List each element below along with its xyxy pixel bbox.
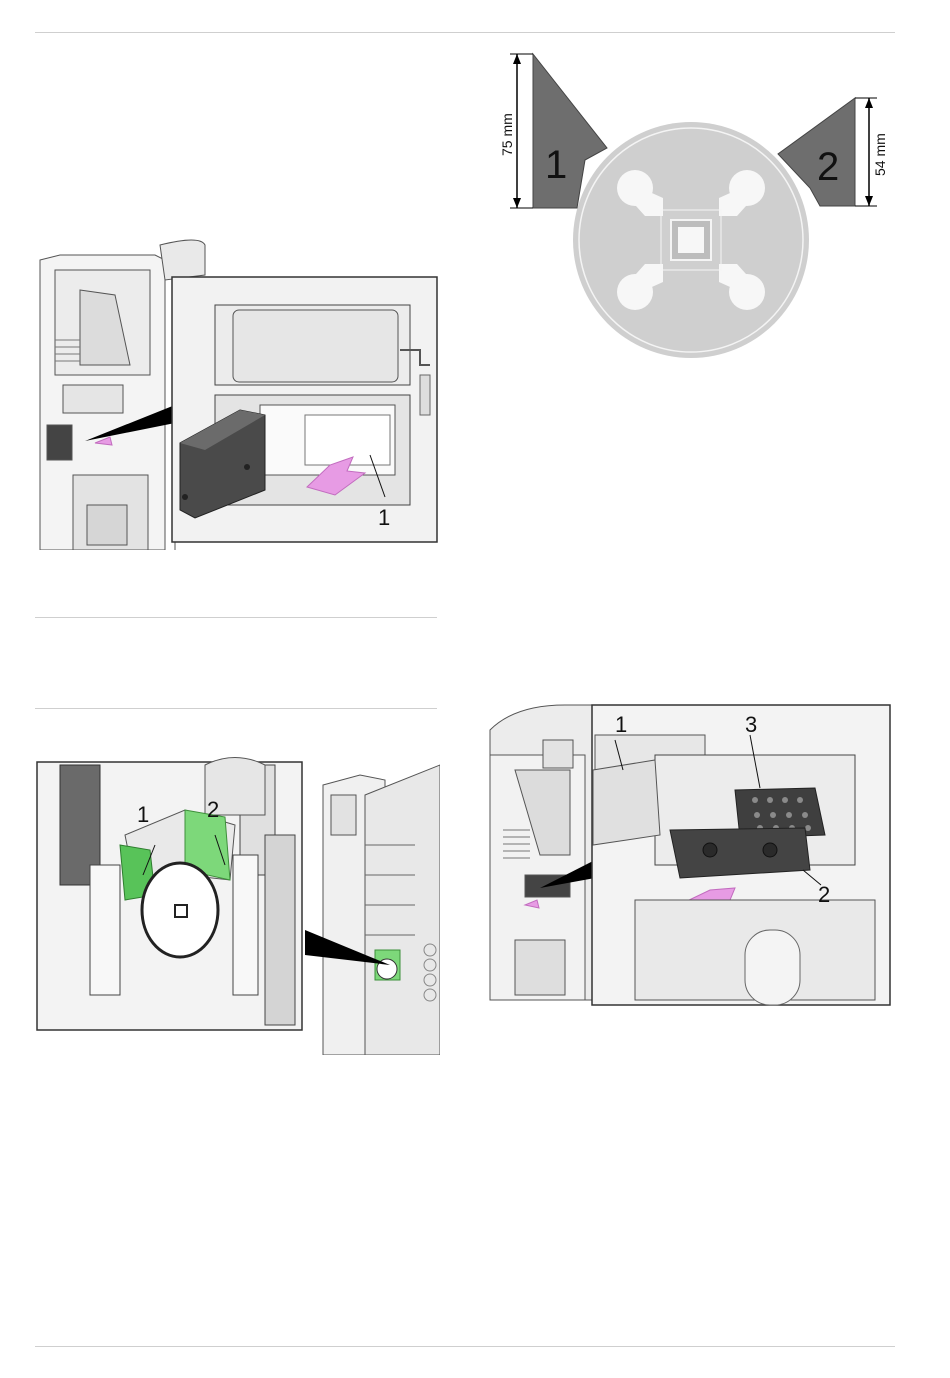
part-2-label: 2 [817, 145, 839, 189]
detail-inset-2: 1 2 [37, 758, 302, 1031]
header-rule [35, 32, 895, 33]
section-rule-2 [35, 708, 437, 709]
callout-2: 2 [818, 882, 830, 907]
callout-2: 2 [207, 797, 219, 822]
detail-inset: 1 [172, 277, 437, 542]
detail-inset-3: 1 3 2 [592, 705, 890, 1005]
grate-disk [573, 122, 809, 358]
figure-grate-cleaning: 1 3 2 [485, 700, 895, 1010]
footer-rule [35, 1346, 895, 1347]
callout-3: 3 [745, 712, 757, 737]
stove-illustration-2 [323, 765, 440, 1055]
figure-scraper-parts: 1 75 mm 2 54 mm [495, 48, 895, 363]
stove-illustration-3 [490, 705, 595, 1000]
dimension-54mm: 54 mm [872, 133, 888, 176]
figure-ash-drawer-removal: 1 [35, 235, 440, 550]
part-1-label: 1 [545, 143, 567, 187]
section-rule-1 [35, 617, 437, 618]
dimension-75mm: 75 mm [499, 113, 515, 156]
callout-1: 1 [137, 802, 149, 827]
callout-1: 1 [378, 505, 390, 530]
callout-1: 1 [615, 712, 627, 737]
figure-grate-insertion: 1 2 [35, 755, 440, 1055]
